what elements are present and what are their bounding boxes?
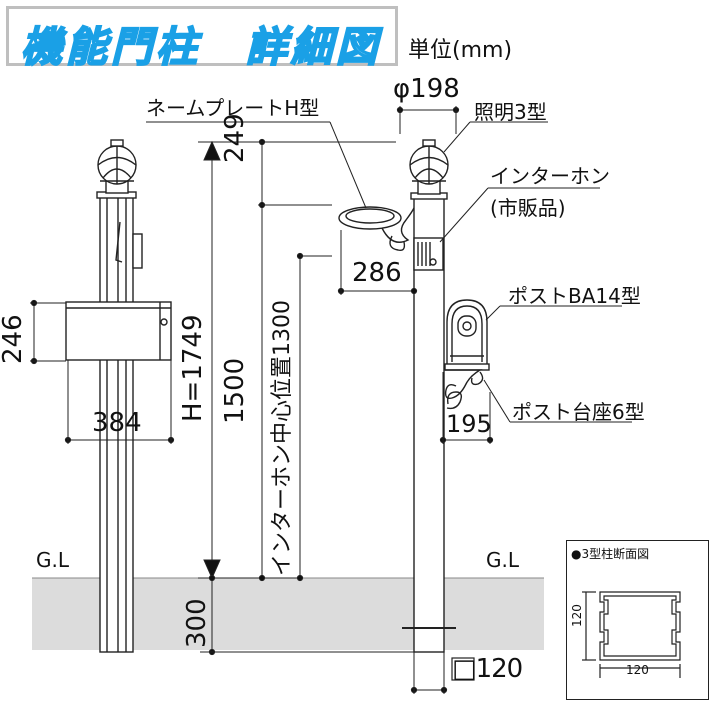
leader-lines [146, 121, 632, 423]
label-gl-left: G.L [36, 548, 69, 572]
dim-384: 384 [92, 408, 142, 438]
dim-height-1749: H=1749 [178, 314, 208, 422]
dim-300: 300 [182, 598, 212, 648]
label-nameplate: ネームプレートH型 [146, 96, 320, 120]
title-box: 機能門柱 詳細図 [6, 6, 398, 72]
dim-phi-198: φ198 [393, 74, 460, 104]
section-dim-width: 120 [626, 663, 649, 677]
label-intercom-note: (市販品) [490, 196, 566, 220]
label-lighting: 照明3型 [474, 100, 547, 124]
drawing-title: 機能門柱 詳細図 [20, 22, 381, 72]
dim-intercom-center: インターホン中心位置1300 [270, 300, 295, 576]
dim-pillar-120: □120 [452, 654, 523, 684]
label-intercom: インターホン [490, 164, 610, 188]
label-post: ポストBA14型 [508, 284, 641, 308]
section-dim-height: 120 [570, 604, 584, 627]
dim-1500: 1500 [220, 357, 250, 424]
dimension-lines [30, 106, 494, 694]
dim-195: 195 [446, 410, 492, 438]
dim-286: 286 [352, 258, 402, 288]
dim-246: 246 [0, 314, 28, 364]
section-title: ●3型柱断面図 [571, 547, 650, 561]
label-post-base: ポスト台座6型 [512, 400, 645, 424]
square-symbol [451, 657, 475, 681]
label-gl-right: G.L [486, 548, 519, 572]
left-pillar [65, 139, 172, 653]
pillar-section-box: ●3型柱断面図 120 120 [566, 540, 709, 700]
dim-249: 249 [220, 113, 250, 163]
pillar-section-drawing [582, 591, 681, 678]
unit-label: 単位(mm) [408, 38, 513, 63]
right-pillar [338, 139, 490, 653]
